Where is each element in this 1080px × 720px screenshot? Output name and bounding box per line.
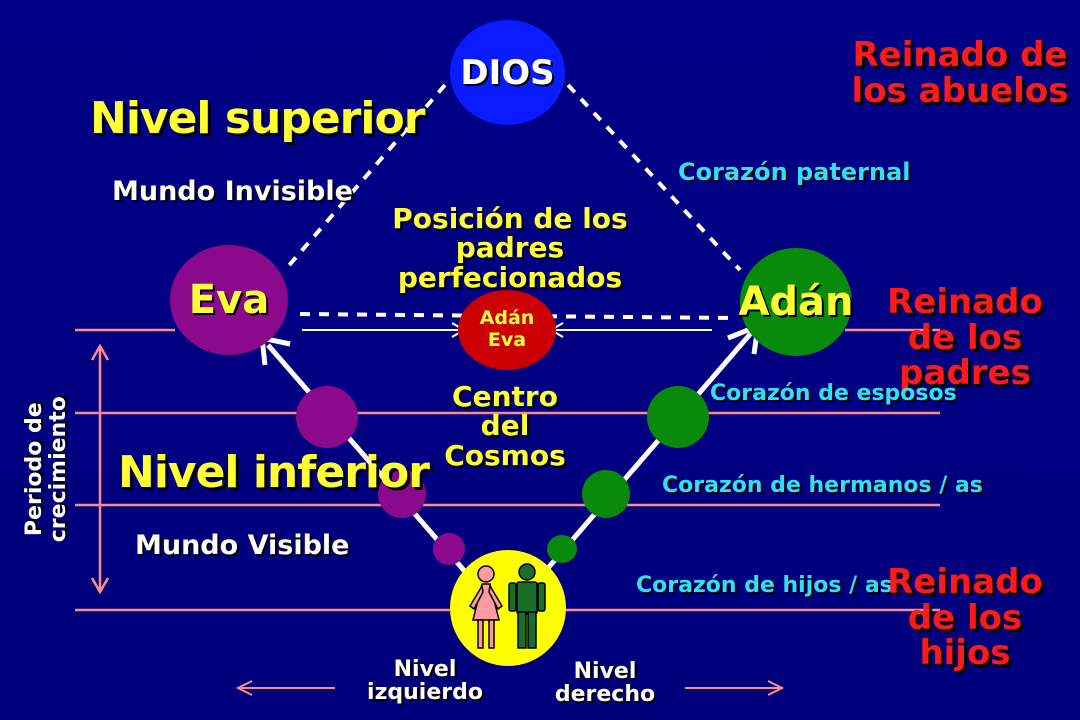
nivel-derecho-label: Nivel derecho (554, 659, 656, 708)
corazon-hijos-label: Corazón de hijos / as (636, 573, 893, 598)
mundo-visible-label: Mundo Visible (135, 530, 350, 561)
dios-circle: DIOS (450, 20, 565, 125)
nivel-superior-label: Nivel superior (90, 93, 425, 144)
eva-label: Eva (188, 277, 270, 323)
male-figure-icon (508, 563, 546, 649)
dios-label: DIOS (460, 52, 555, 93)
level-lines (75, 328, 940, 612)
posicion-label: Posición de los padres perfecionados (392, 202, 628, 294)
nivel-inferior-label: Nivel inferior (118, 447, 430, 498)
periodo-crecimiento-label: Periodo de crecimiento (21, 396, 71, 543)
reinado-padres-label: Reinado de los padres (887, 282, 1043, 394)
corazon-hermanos-label: Corazón de hermanos / as (662, 473, 983, 498)
mundo-invisible-label: Mundo Invisible (112, 176, 353, 207)
centro-cosmos-label: Centro del Cosmos (444, 380, 566, 472)
center-adan-label: Adán (479, 307, 535, 330)
adan-circle: Adán (738, 248, 854, 356)
corazon-paternal-label: Corazón paternal (678, 158, 911, 186)
center-circle: Adán Eva (458, 290, 556, 370)
growth-period-arrow (90, 343, 110, 595)
bottom-arrows (235, 680, 785, 696)
nivel-izquierdo-label: Nivel izquierdo (367, 657, 483, 706)
female-figure-icon (469, 565, 503, 649)
corazon-esposos-label: Corazón de esposos (710, 381, 957, 406)
reinado-abuelos-label: Reinado de los abuelos (851, 35, 1069, 111)
eva-circle: Eva (170, 245, 288, 355)
center-eva-label: Eva (487, 329, 527, 351)
growth-bubbles (296, 386, 709, 565)
reinado-hijos-label: Reinado de los hijos (887, 562, 1043, 674)
children-circle (450, 550, 566, 666)
periodo-crecimiento: Periodo de crecimiento (12, 380, 82, 542)
adan-label: Adán (738, 279, 854, 325)
